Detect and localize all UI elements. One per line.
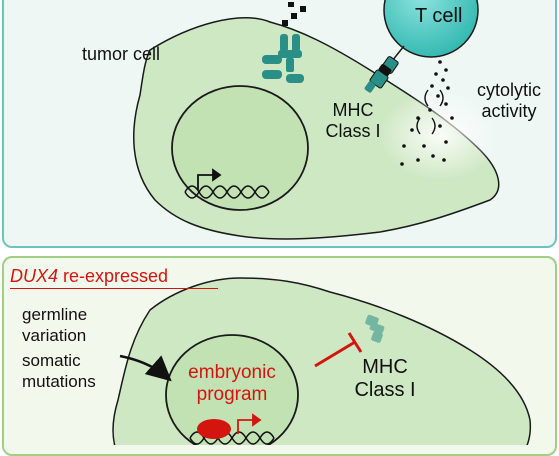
mhc-vesicle-icon xyxy=(262,55,304,83)
cytolytic-label: cytolytic activity xyxy=(464,80,554,122)
cytolytic-label-line2: activity xyxy=(481,101,537,121)
somatic-label: somatic mutations xyxy=(22,350,96,392)
mhc-label-top-line1: MHC xyxy=(332,100,374,120)
tumor-nucleus xyxy=(171,85,309,211)
t-cell-body xyxy=(383,0,479,58)
embryonic-line1: embryonic xyxy=(188,362,276,383)
somatic-line1: somatic xyxy=(22,351,81,370)
mhc-label-top: MHC Class I xyxy=(318,100,388,142)
mhc-molecule-faded-icon xyxy=(365,314,385,343)
t-cell-label: T cell xyxy=(415,5,463,27)
germline-label: germline variation xyxy=(22,304,87,346)
mhc-label-bottom-line1: MHC xyxy=(362,356,408,378)
mhc-label-bottom-line2: Class I xyxy=(354,379,416,401)
mhc-label-top-line2: Class I xyxy=(325,121,381,141)
dux4-title-rest: re-expressed xyxy=(58,266,169,286)
somatic-line2: mutations xyxy=(22,372,96,391)
transcription-arrow-icon xyxy=(197,168,222,190)
input-arrow xyxy=(119,354,172,382)
tcr-mhc-complex-icon xyxy=(364,45,405,93)
cytolytic-granules xyxy=(400,60,454,166)
mhc-label-bottom: MHC Class I xyxy=(345,356,425,402)
dux4-protein-icon xyxy=(197,419,231,439)
tumor-nucleus-bottom xyxy=(165,334,299,445)
pore-icon xyxy=(416,89,444,135)
inhibition-arrow xyxy=(314,332,363,368)
dux4-title: DUX4 re-expressed xyxy=(10,266,168,287)
mhc-molecule-icon xyxy=(278,2,306,72)
diagram-canvas xyxy=(112,0,532,445)
title-underline xyxy=(10,288,218,289)
cytolytic-glow xyxy=(380,90,500,180)
tumor-cell-label: tumor cell xyxy=(82,44,161,64)
germline-line1: germline xyxy=(22,305,88,324)
cytolytic-label-line1: cytolytic xyxy=(476,80,541,100)
transcription-arrow-icon-red xyxy=(237,413,262,434)
germline-line2: variation xyxy=(22,326,87,345)
dux4-gene-name: DUX4 xyxy=(10,266,59,286)
dna-icon-bottom xyxy=(189,431,275,445)
dna-icon xyxy=(184,185,270,199)
embryonic-program-label: embryonic program xyxy=(176,362,288,406)
embryonic-line2: program xyxy=(196,384,268,405)
